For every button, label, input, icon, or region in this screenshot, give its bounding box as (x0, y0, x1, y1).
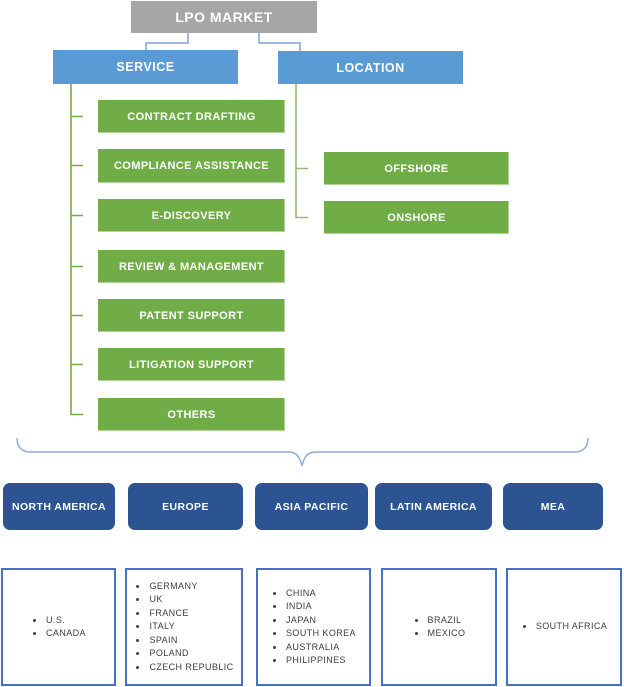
list-item: BRAZIL (413, 614, 466, 628)
leaf-compliance-assistance: COMPLIANCE ASSISTANCE (98, 149, 285, 183)
root-node-lpo-market: LPO MARKET (131, 1, 317, 33)
region-europe: EUROPE (128, 483, 243, 530)
list-item: UK (134, 593, 233, 607)
root-label: LPO MARKET (175, 9, 273, 25)
list-item: U.S. (31, 614, 86, 628)
region-latin-america: LATIN AMERICA (375, 483, 492, 530)
list-item: FRANCE (134, 607, 233, 621)
country-list: BRAZIL MEXICO (413, 614, 466, 641)
countries-europe: GERMANY UK FRANCE ITALY SPAIN POLAND CZE… (125, 568, 243, 686)
country-list: GERMANY UK FRANCE ITALY SPAIN POLAND CZE… (134, 580, 233, 675)
leaf-others: OTHERS (98, 398, 285, 431)
country-list: CHINA INDIA JAPAN SOUTH KOREA AUSTRALIA … (271, 587, 356, 668)
list-item: SOUTH AFRICA (521, 620, 607, 634)
countries-north-america: U.S. CANADA (1, 568, 116, 686)
leaf-label: OTHERS (167, 408, 216, 421)
list-item: PHILIPPINES (271, 654, 356, 668)
list-item: AUSTRALIA (271, 641, 356, 655)
leaf-label: REVIEW & MANAGEMENT (118, 260, 265, 273)
root-to-location-connector (258, 33, 301, 51)
region-label: MEA (540, 500, 566, 513)
location-rail (295, 84, 308, 219)
leaf-patent-support: PATENT SUPPORT (98, 299, 285, 332)
countries-mea: SOUTH AFRICA (506, 568, 622, 686)
leaf-label: OFFSHORE (384, 162, 449, 175)
countries-latin-america: BRAZIL MEXICO (381, 568, 497, 686)
region-mea: MEA (503, 483, 603, 530)
region-label: EUROPE (162, 500, 209, 513)
leaf-litigation-support: LITIGATION SUPPORT (98, 348, 285, 381)
leaf-label: E-DISCOVERY (151, 209, 232, 222)
branch-location: LOCATION (278, 51, 463, 84)
leaf-label: ONSHORE (387, 211, 446, 224)
list-item: CZECH REPUBLIC (134, 661, 233, 675)
list-item: JAPAN (271, 614, 356, 628)
list-item: ITALY (134, 620, 233, 634)
list-item: INDIA (271, 600, 356, 614)
list-item: SOUTH KOREA (271, 627, 356, 641)
leaf-contract-drafting: CONTRACT DRAFTING (98, 100, 285, 133)
leaf-label: CONTRACT DRAFTING (127, 110, 256, 123)
region-asia-pacific: ASIA PACIFIC (255, 483, 368, 530)
branch-service: SERVICE (53, 50, 238, 84)
countries-asia-pacific: CHINA INDIA JAPAN SOUTH KOREA AUSTRALIA … (256, 568, 371, 686)
leaf-offshore: OFFSHORE (324, 152, 509, 185)
region-label: NORTH AMERICA (11, 500, 107, 513)
list-item: MEXICO (413, 627, 466, 641)
leaf-review-management: REVIEW & MANAGEMENT (98, 250, 285, 283)
list-item: GERMANY (134, 580, 233, 594)
leaf-e-discovery: E-DISCOVERY (98, 199, 285, 232)
region-label: LATIN AMERICA (390, 500, 477, 513)
leaf-onshore: ONSHORE (324, 201, 509, 234)
regions-brace (16, 437, 589, 467)
leaf-label: LITIGATION SUPPORT (129, 358, 254, 371)
branch-location-label: LOCATION (336, 60, 405, 75)
list-item: SPAIN (134, 634, 233, 648)
branch-service-label: SERVICE (116, 60, 175, 74)
region-north-america: NORTH AMERICA (3, 483, 115, 530)
country-list: U.S. CANADA (31, 614, 86, 641)
leaf-label: COMPLIANCE ASSISTANCE (113, 160, 270, 172)
region-label: ASIA PACIFIC (274, 500, 349, 513)
service-rail (70, 84, 83, 416)
list-item: CHINA (271, 587, 356, 601)
list-item: POLAND (134, 647, 233, 661)
root-to-service-connector (145, 33, 189, 50)
list-item: CANADA (31, 627, 86, 641)
country-list: SOUTH AFRICA (521, 620, 607, 634)
leaf-label: PATENT SUPPORT (139, 309, 244, 322)
